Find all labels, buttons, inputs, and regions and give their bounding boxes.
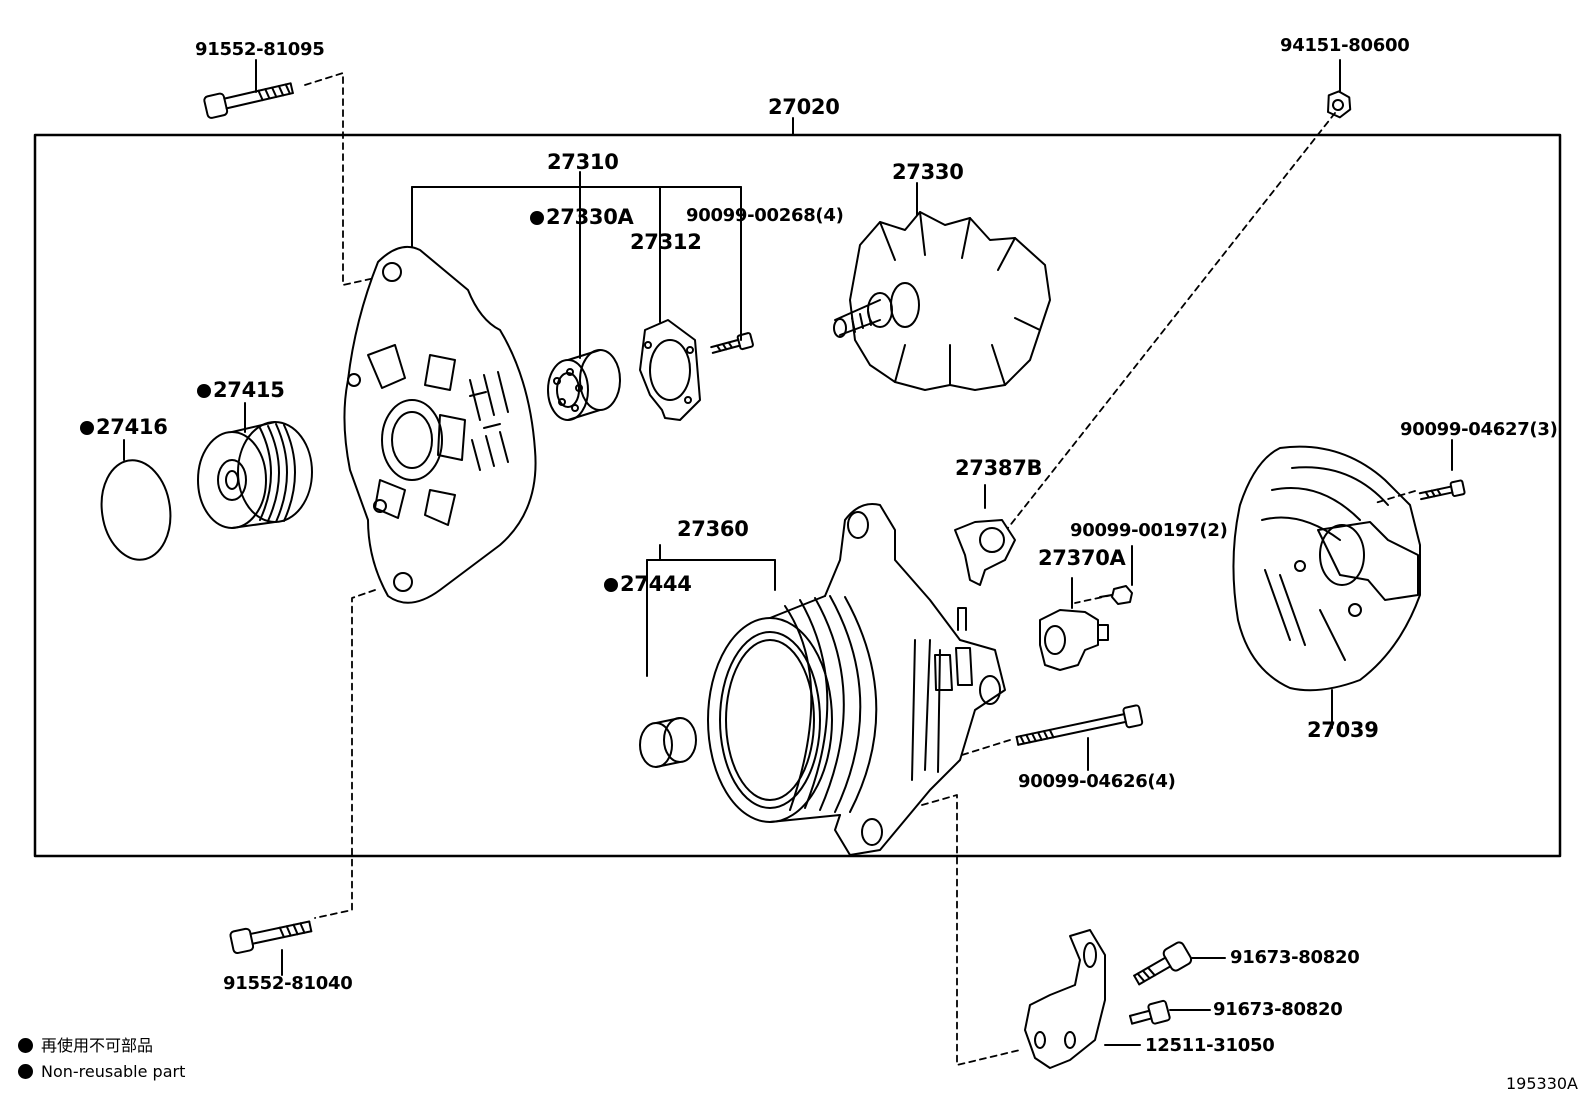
terminal-27370A: [1039, 577, 1109, 671]
label-27416: 27416: [80, 415, 168, 439]
screw-90099-04627: [1418, 479, 1466, 501]
bush-27444: [639, 717, 697, 768]
figure-code: 195330A: [1505, 1074, 1578, 1093]
drive-end-frame-27310: [343, 246, 537, 604]
insulator-27387B: [954, 484, 1016, 586]
dashed-assembly-lines: [304, 72, 1416, 1066]
bracket-12511-31050: [1024, 929, 1141, 1069]
bolt-91552-81095: [203, 82, 294, 119]
non-reusable-marker: [18, 1064, 33, 1079]
label-90099-04627: 90099-04627(3): [1400, 419, 1558, 440]
label-27312: 27312: [630, 230, 702, 254]
label-27415: 27415: [197, 378, 285, 402]
leader-group-27310: [411, 171, 742, 359]
label-27330A: 27330A: [530, 205, 634, 229]
non-reusable-marker: [604, 578, 618, 592]
label-90099-00197: 90099-00197(2): [1070, 520, 1228, 541]
legend-en: Non-reusable part: [18, 1063, 185, 1081]
label-12511-31050: 12511-31050: [1145, 1035, 1275, 1056]
bolt-91552-81040: [229, 920, 313, 955]
label-27039: 27039: [1307, 718, 1379, 742]
bolt-91673-80820-upper: [1133, 941, 1193, 986]
label-27020: 27020: [768, 95, 840, 119]
label-27370A: 27370A: [1038, 546, 1126, 570]
label-27310: 27310: [547, 150, 619, 174]
legend-jp: 再使用不可部品: [18, 1037, 153, 1055]
label-27387B: 27387B: [955, 456, 1043, 480]
bolt-90099-04626: [1015, 704, 1144, 746]
label-91673-80820-upper: 91673-80820: [1230, 947, 1360, 968]
label-27444: 27444: [604, 572, 692, 596]
non-reusable-marker: [80, 421, 94, 435]
rear-frame-27360: [646, 503, 1006, 856]
label-94151-80600: 94151-80600: [1280, 35, 1410, 56]
bolt-91673-80820-lower: [1128, 999, 1171, 1025]
nut-94151-80600: [1327, 90, 1352, 119]
label-91552-81095: 91552-81095: [195, 39, 325, 60]
label-27330: 27330: [892, 160, 964, 184]
label-27360: 27360: [677, 517, 749, 541]
pulley-27415: [197, 421, 313, 529]
bearing-27330A: [547, 349, 621, 421]
label-90099-00268: 90099-00268(4): [686, 205, 844, 226]
label-91673-80820-lower: 91673-80820: [1213, 999, 1343, 1020]
cap-27416: [100, 459, 172, 561]
non-reusable-marker: [197, 384, 211, 398]
rotor-27330: [833, 182, 1051, 391]
retainer-plate-27312: [639, 319, 701, 421]
assembly-box-27020: [33, 133, 1562, 858]
screw-90099-00268: [710, 332, 754, 354]
non-reusable-marker: [18, 1038, 33, 1053]
screw-90099-00197: [1099, 585, 1133, 605]
label-90099-04626: 90099-04626(4): [1018, 771, 1176, 792]
non-reusable-marker: [530, 211, 544, 225]
label-91552-81040: 91552-81040: [223, 973, 353, 994]
rear-cover-27039: [1232, 445, 1421, 729]
